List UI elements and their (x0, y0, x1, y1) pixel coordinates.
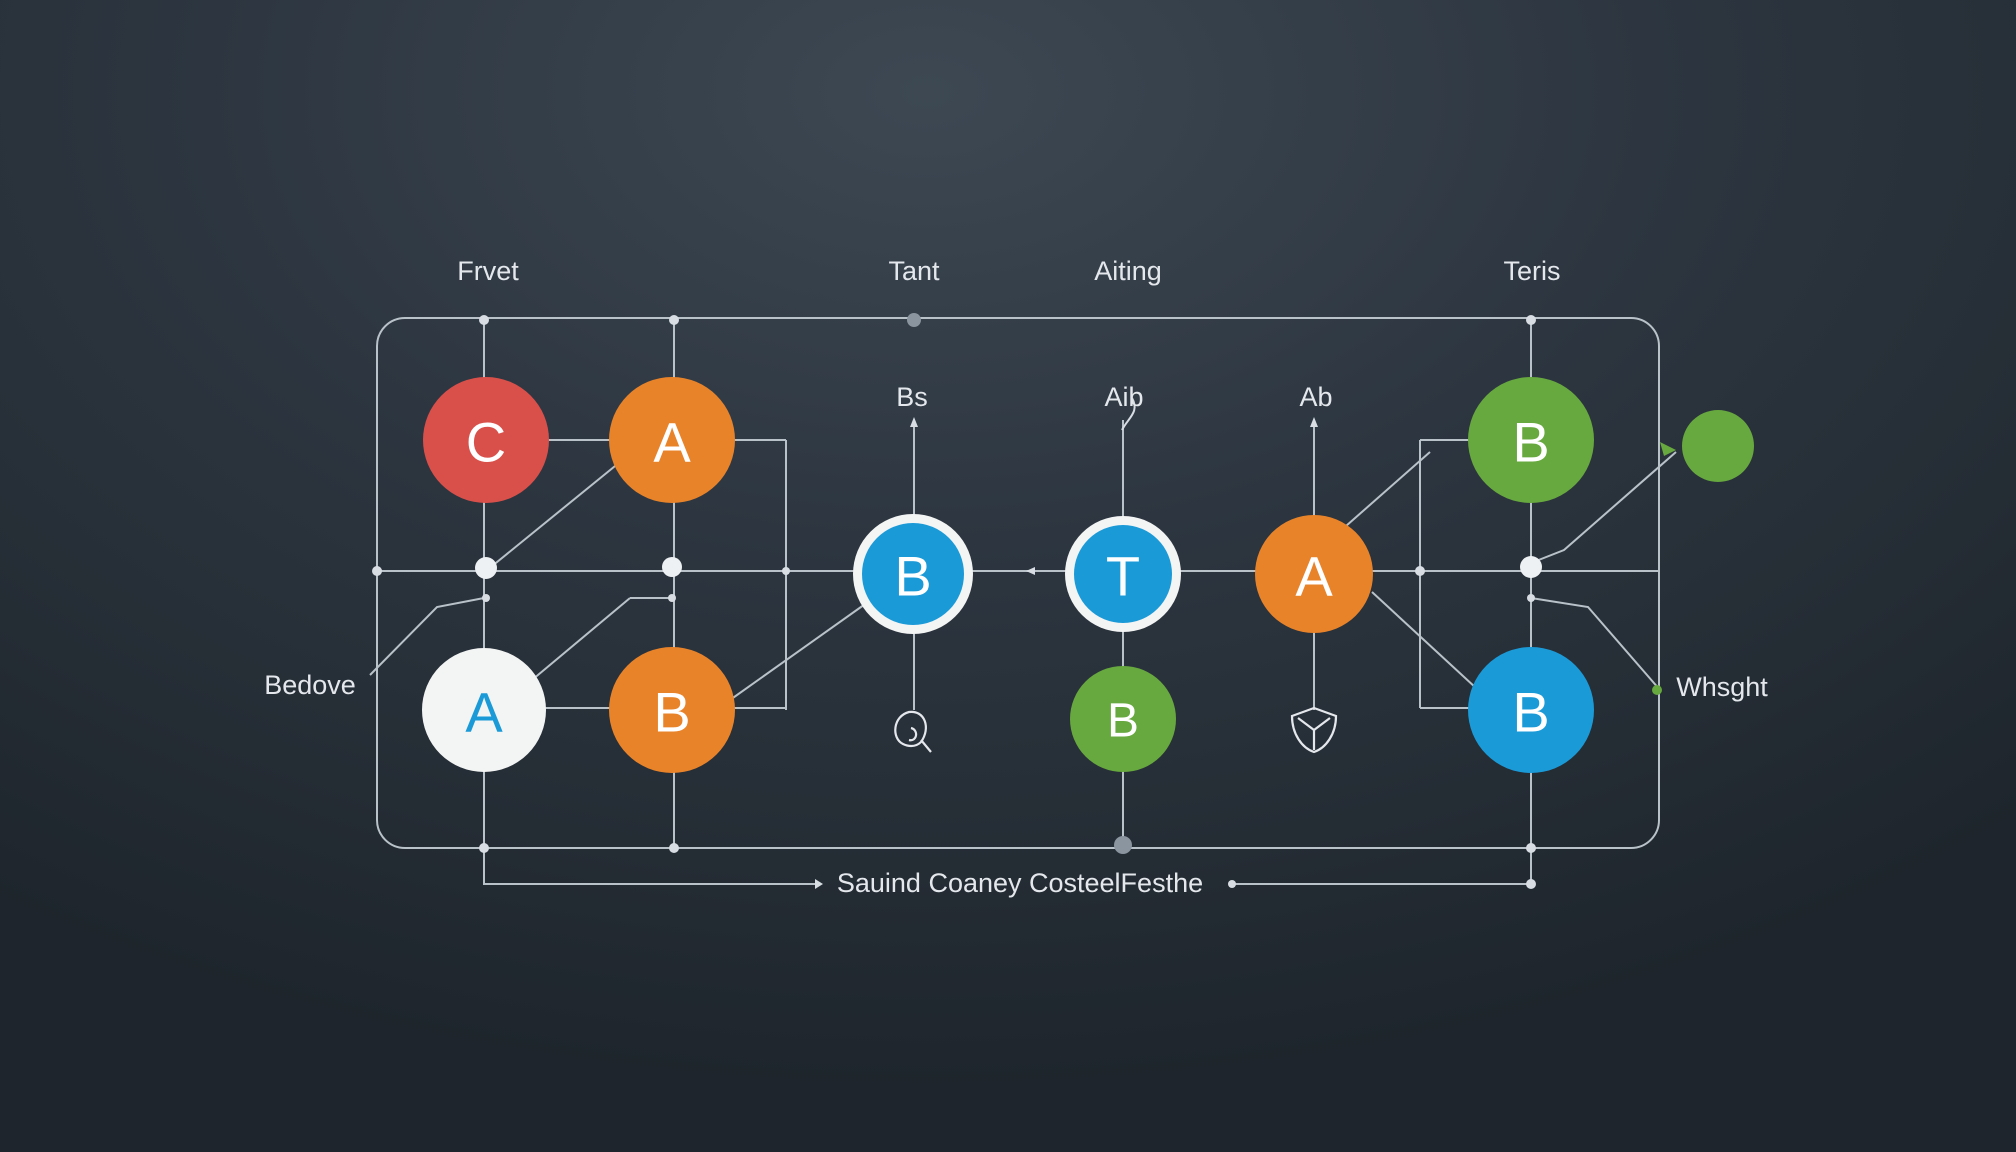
label-top-1: Frvet (457, 256, 519, 286)
label-mid-2: Aib (1104, 382, 1143, 412)
bus-junction (475, 557, 497, 579)
label-right: Whsght (1676, 672, 1768, 702)
wire (729, 601, 869, 701)
arrow-up-icon (1310, 417, 1318, 427)
svg-text:B: B (1107, 695, 1139, 748)
node-b-blue-ring[interactable]: B (853, 514, 973, 634)
node-b-blue-bottom[interactable]: B (1468, 647, 1594, 773)
feedback-line-left (483, 848, 815, 885)
junction-dot (907, 313, 921, 327)
shield-icon (1290, 706, 1338, 754)
label-left: Bedove (264, 670, 356, 700)
marker-dot (1652, 685, 1662, 695)
svg-text:A: A (465, 681, 503, 744)
label-top-2: Tant (888, 256, 940, 286)
junction-dot (669, 843, 679, 853)
svg-text:A: A (1295, 545, 1333, 608)
squiggle-icon (1121, 397, 1136, 431)
junction-dot (1228, 880, 1236, 888)
junction-dot (482, 594, 490, 602)
node-green-dot[interactable] (1682, 410, 1754, 482)
node-b-green-small[interactable]: B (1070, 666, 1176, 772)
node-a-orange-top[interactable]: A (609, 377, 735, 503)
svg-text:T: T (1106, 545, 1140, 608)
arrow-right-icon (815, 879, 823, 889)
svg-text:B: B (653, 681, 690, 744)
wire (1345, 451, 1431, 527)
wire (1371, 591, 1477, 689)
junction-dot (1526, 843, 1536, 853)
label-top-4: Teris (1503, 256, 1560, 286)
junction-dot (1415, 566, 1425, 576)
node-t-blue-ring[interactable]: T (1065, 516, 1181, 632)
feedback-line-right (1232, 848, 1532, 885)
search-icon (894, 710, 932, 753)
label-mid-1: Bs (896, 382, 928, 412)
junction-dot (1527, 594, 1535, 602)
label-bottom: Sauind Coaney CosteelFesthe (837, 868, 1203, 898)
label-top-3: Aiting (1094, 256, 1162, 286)
wire (485, 461, 621, 572)
svg-text:C: C (466, 411, 506, 474)
junction-dot (668, 594, 676, 602)
bus-junction (662, 557, 682, 577)
svg-text:A: A (653, 411, 691, 474)
label-mid-3: Ab (1299, 382, 1332, 412)
node-b-green-top[interactable]: B (1468, 377, 1594, 503)
node-a-white[interactable]: A (422, 648, 546, 772)
junction-dot (372, 566, 382, 576)
wire (369, 597, 485, 676)
svg-text:B: B (1512, 681, 1549, 744)
junction-dot (782, 567, 790, 575)
junction-dot (479, 315, 489, 325)
wire (1530, 451, 1677, 564)
node-a-orange-right[interactable]: A (1255, 515, 1373, 633)
junction-dot (669, 315, 679, 325)
marker-icon (1660, 442, 1676, 456)
arrow-left-icon (1026, 567, 1035, 575)
junction-dot (1526, 315, 1536, 325)
wire (1530, 597, 1661, 691)
bus-junction (1520, 556, 1542, 578)
junction-dot (1114, 836, 1132, 854)
node-b-orange-bottom[interactable]: B (609, 647, 735, 773)
wire (531, 597, 631, 681)
junction-dot (1526, 879, 1536, 889)
node-c-red[interactable]: C (423, 377, 549, 503)
svg-text:B: B (894, 545, 931, 608)
diagram-frame (376, 317, 1660, 849)
junction-dot (479, 843, 489, 853)
arrow-up-icon (910, 417, 918, 427)
svg-text:B: B (1512, 411, 1549, 474)
